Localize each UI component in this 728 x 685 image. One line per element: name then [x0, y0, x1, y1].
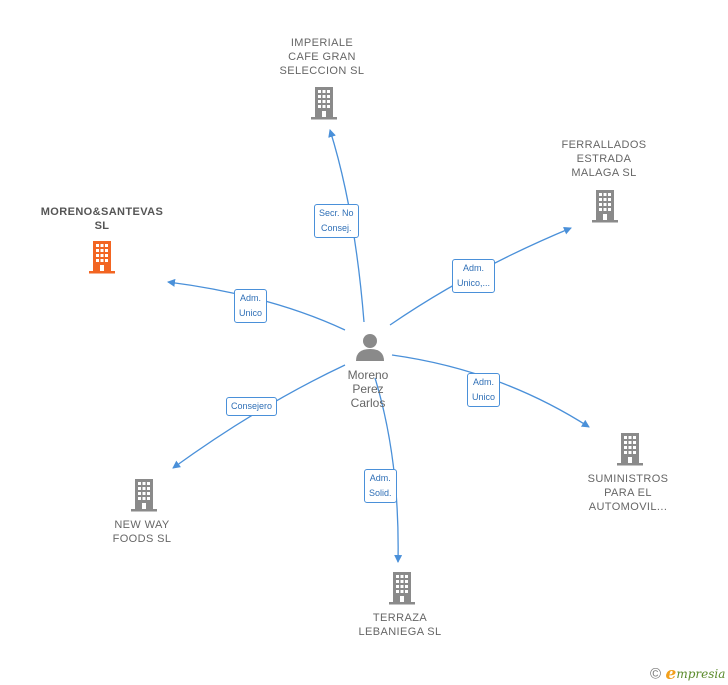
relation-label-imperiale: Secr. No Consej. [314, 204, 359, 238]
relation-label-terraza: Adm. Solid. [364, 469, 397, 503]
building-icon[interactable] [128, 478, 160, 512]
company-name-moreno-santevas[interactable]: MORENO&SANTEVAS SL [40, 206, 164, 232]
company-name-suministros[interactable]: SUMINISTROS PARA EL AUTOMOVIL... [587, 473, 669, 513]
building-icon[interactable] [386, 571, 418, 605]
building-icon-highlight[interactable] [86, 240, 118, 274]
brand-credit[interactable]: © empresia [650, 664, 725, 684]
building-icon[interactable] [589, 189, 621, 223]
copyright-icon: © [650, 665, 662, 683]
relation-label-suministros: Adm. Unico [467, 373, 501, 407]
relation-label-ferrallados: Adm. Unico,... [452, 259, 496, 293]
brand-logo-initial: e [665, 664, 677, 684]
relation-label-newway: Consejero [226, 397, 278, 416]
building-icon[interactable] [614, 432, 646, 466]
edge-terraza [374, 377, 403, 563]
edge-newway [172, 364, 346, 469]
person-icon[interactable] [354, 332, 386, 362]
company-name-terraza[interactable]: TERRAZA LEBANIEGA SL [358, 612, 442, 638]
company-name-newway[interactable]: NEW WAY FOODS SL [112, 519, 172, 545]
building-icon[interactable] [308, 86, 340, 120]
company-name-ferrallados[interactable]: FERRALLADOS ESTRADA MALAGA SL [561, 139, 647, 179]
relation-label-moreno-santevas: Adm. Unico [234, 289, 268, 323]
company-name-imperiale[interactable]: IMPERIALE CAFE GRAN SELECCION SL [279, 37, 365, 77]
person-name[interactable]: Moreno Perez Carlos [347, 368, 389, 410]
brand-logo-text: mpresia [676, 667, 726, 681]
